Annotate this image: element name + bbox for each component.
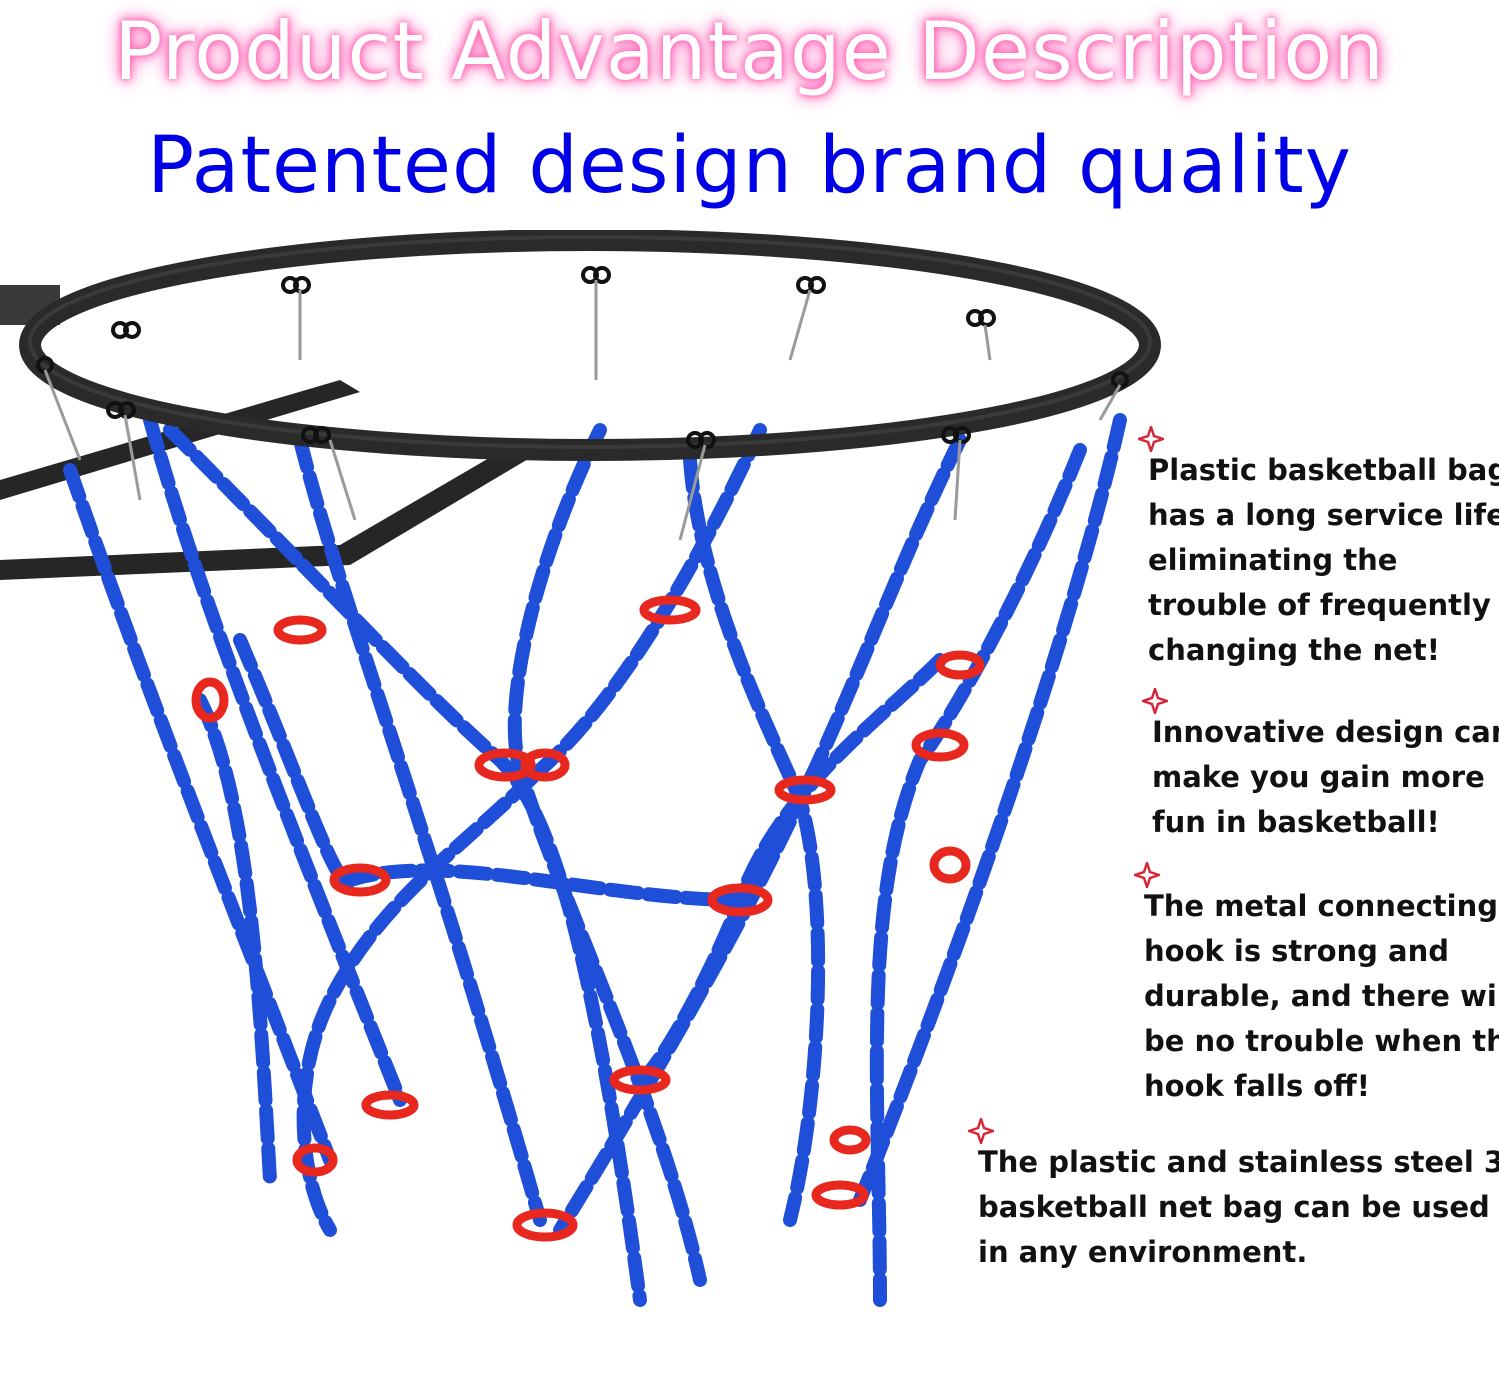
feature-line: in any environment. [978,1235,1308,1269]
four-point-star-icon [1134,862,1160,888]
feature-line: eliminating the [1148,543,1398,577]
feature-line: basketball net bag can be used [978,1190,1490,1224]
feature-line: hook falls off! [1144,1069,1370,1103]
feature-line: Plastic basketball bag [1148,453,1499,487]
feature-line: Innovative design can [1152,715,1499,749]
steel-clips [43,280,1122,541]
feature-line: durable, and there will [1144,979,1499,1013]
feature-line: The plastic and stainless steel 304 [978,1145,1499,1179]
rim [19,230,1161,461]
four-point-star-icon [1142,688,1168,714]
feature-line: be no trouble when the [1144,1024,1499,1058]
four-point-star-icon [1138,426,1164,452]
feature-line: make you gain more [1152,760,1485,794]
feature-any-environment: The plastic and stainless steel 304 bask… [968,1118,1499,1275]
page-subtitle: Patented design brand quality [147,121,1352,211]
four-point-star-icon [968,1118,994,1144]
metal-hooks [36,266,1129,449]
feature-innovative-design: Innovative design can make you gain more… [1142,688,1499,845]
basketball-hoop-image [0,230,1161,1307]
feature-line: changing the net! [1148,633,1440,667]
feature-line: trouble of frequently [1148,588,1491,622]
page-title: Product Advantage Description [114,5,1385,98]
feature-metal-hook: The metal connecting hook is strong and … [1134,862,1499,1109]
feature-service-life: Plastic basketball bag has a long servic… [1138,426,1499,673]
feature-line: fun in basketball! [1152,805,1440,839]
feature-line: hook is strong and [1144,934,1449,968]
feature-line: The metal connecting [1144,889,1499,923]
feature-line: has a long service life, [1148,498,1499,532]
red-connectors [191,595,985,1242]
